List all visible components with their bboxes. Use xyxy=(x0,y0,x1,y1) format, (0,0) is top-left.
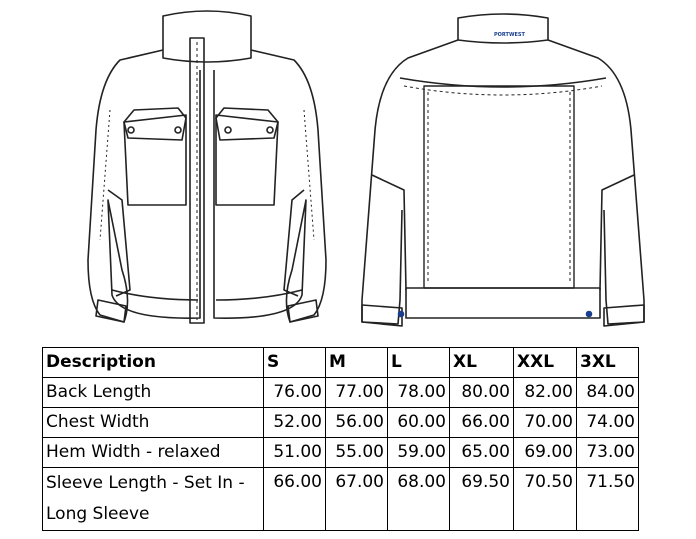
header-description: Description xyxy=(42,347,264,378)
header-size-xl: XL xyxy=(449,347,514,378)
cell-value: 66.00 xyxy=(449,407,514,438)
cell-value: 70.50 xyxy=(513,467,577,531)
cell-value: 59.00 xyxy=(387,437,450,468)
table-row: Sleeve Length - Set In - Long Sleeve 66.… xyxy=(42,467,639,531)
cell-value: 68.00 xyxy=(387,467,450,531)
row-description: Hem Width - relaxed xyxy=(42,437,264,468)
cell-value: 66.00 xyxy=(263,467,326,531)
cell-value: 69.00 xyxy=(513,437,577,468)
cell-value: 67.00 xyxy=(325,467,388,531)
jacket-back-drawing: PORTWEST xyxy=(361,13,645,327)
table-header-row: Description S M L XL XXL 3XL xyxy=(42,347,639,378)
cell-value: 80.00 xyxy=(449,377,514,408)
cell-value: 84.00 xyxy=(576,377,639,408)
cell-value: 69.50 xyxy=(449,467,514,531)
cell-value: 51.00 xyxy=(263,437,326,468)
cell-value: 78.00 xyxy=(387,377,450,408)
header-size-xxl: XXL xyxy=(513,347,577,378)
size-chart-table: Description S M L XL XXL 3XL Back Length… xyxy=(42,347,639,531)
cell-value: 76.00 xyxy=(263,377,326,408)
header-size-s: S xyxy=(263,347,326,378)
row-description-text: Sleeve Length - Set In - Long Sleeve xyxy=(46,473,245,524)
cell-value: 60.00 xyxy=(387,407,450,438)
cell-value: 77.00 xyxy=(325,377,388,408)
cell-value: 82.00 xyxy=(513,377,577,408)
cell-value: 71.50 xyxy=(576,467,639,531)
cell-value: 56.00 xyxy=(325,407,388,438)
cell-value: 52.00 xyxy=(263,407,326,438)
brand-logo: PORTWEST xyxy=(494,32,525,38)
table-row: Back Length 76.00 77.00 78.00 80.00 82.0… xyxy=(42,377,639,408)
row-description: Chest Width xyxy=(42,407,264,438)
header-size-m: M xyxy=(325,347,388,378)
jacket-technical-drawings: PORTWEST xyxy=(87,10,645,327)
table-row: Hem Width - relaxed 51.00 55.00 59.00 65… xyxy=(42,437,639,468)
cell-value: 55.00 xyxy=(325,437,388,468)
header-size-3xl: 3XL xyxy=(576,347,639,378)
header-size-l: L xyxy=(387,347,450,378)
row-description: Sleeve Length - Set In - Long Sleeve xyxy=(42,467,264,531)
cell-value: 65.00 xyxy=(449,437,514,468)
row-description: Back Length xyxy=(42,377,264,408)
cell-value: 73.00 xyxy=(576,437,639,468)
table-row: Chest Width 52.00 56.00 60.00 66.00 70.0… xyxy=(42,407,639,438)
jacket-front-drawing xyxy=(87,10,327,324)
cell-value: 70.00 xyxy=(513,407,577,438)
cell-value: 74.00 xyxy=(576,407,639,438)
